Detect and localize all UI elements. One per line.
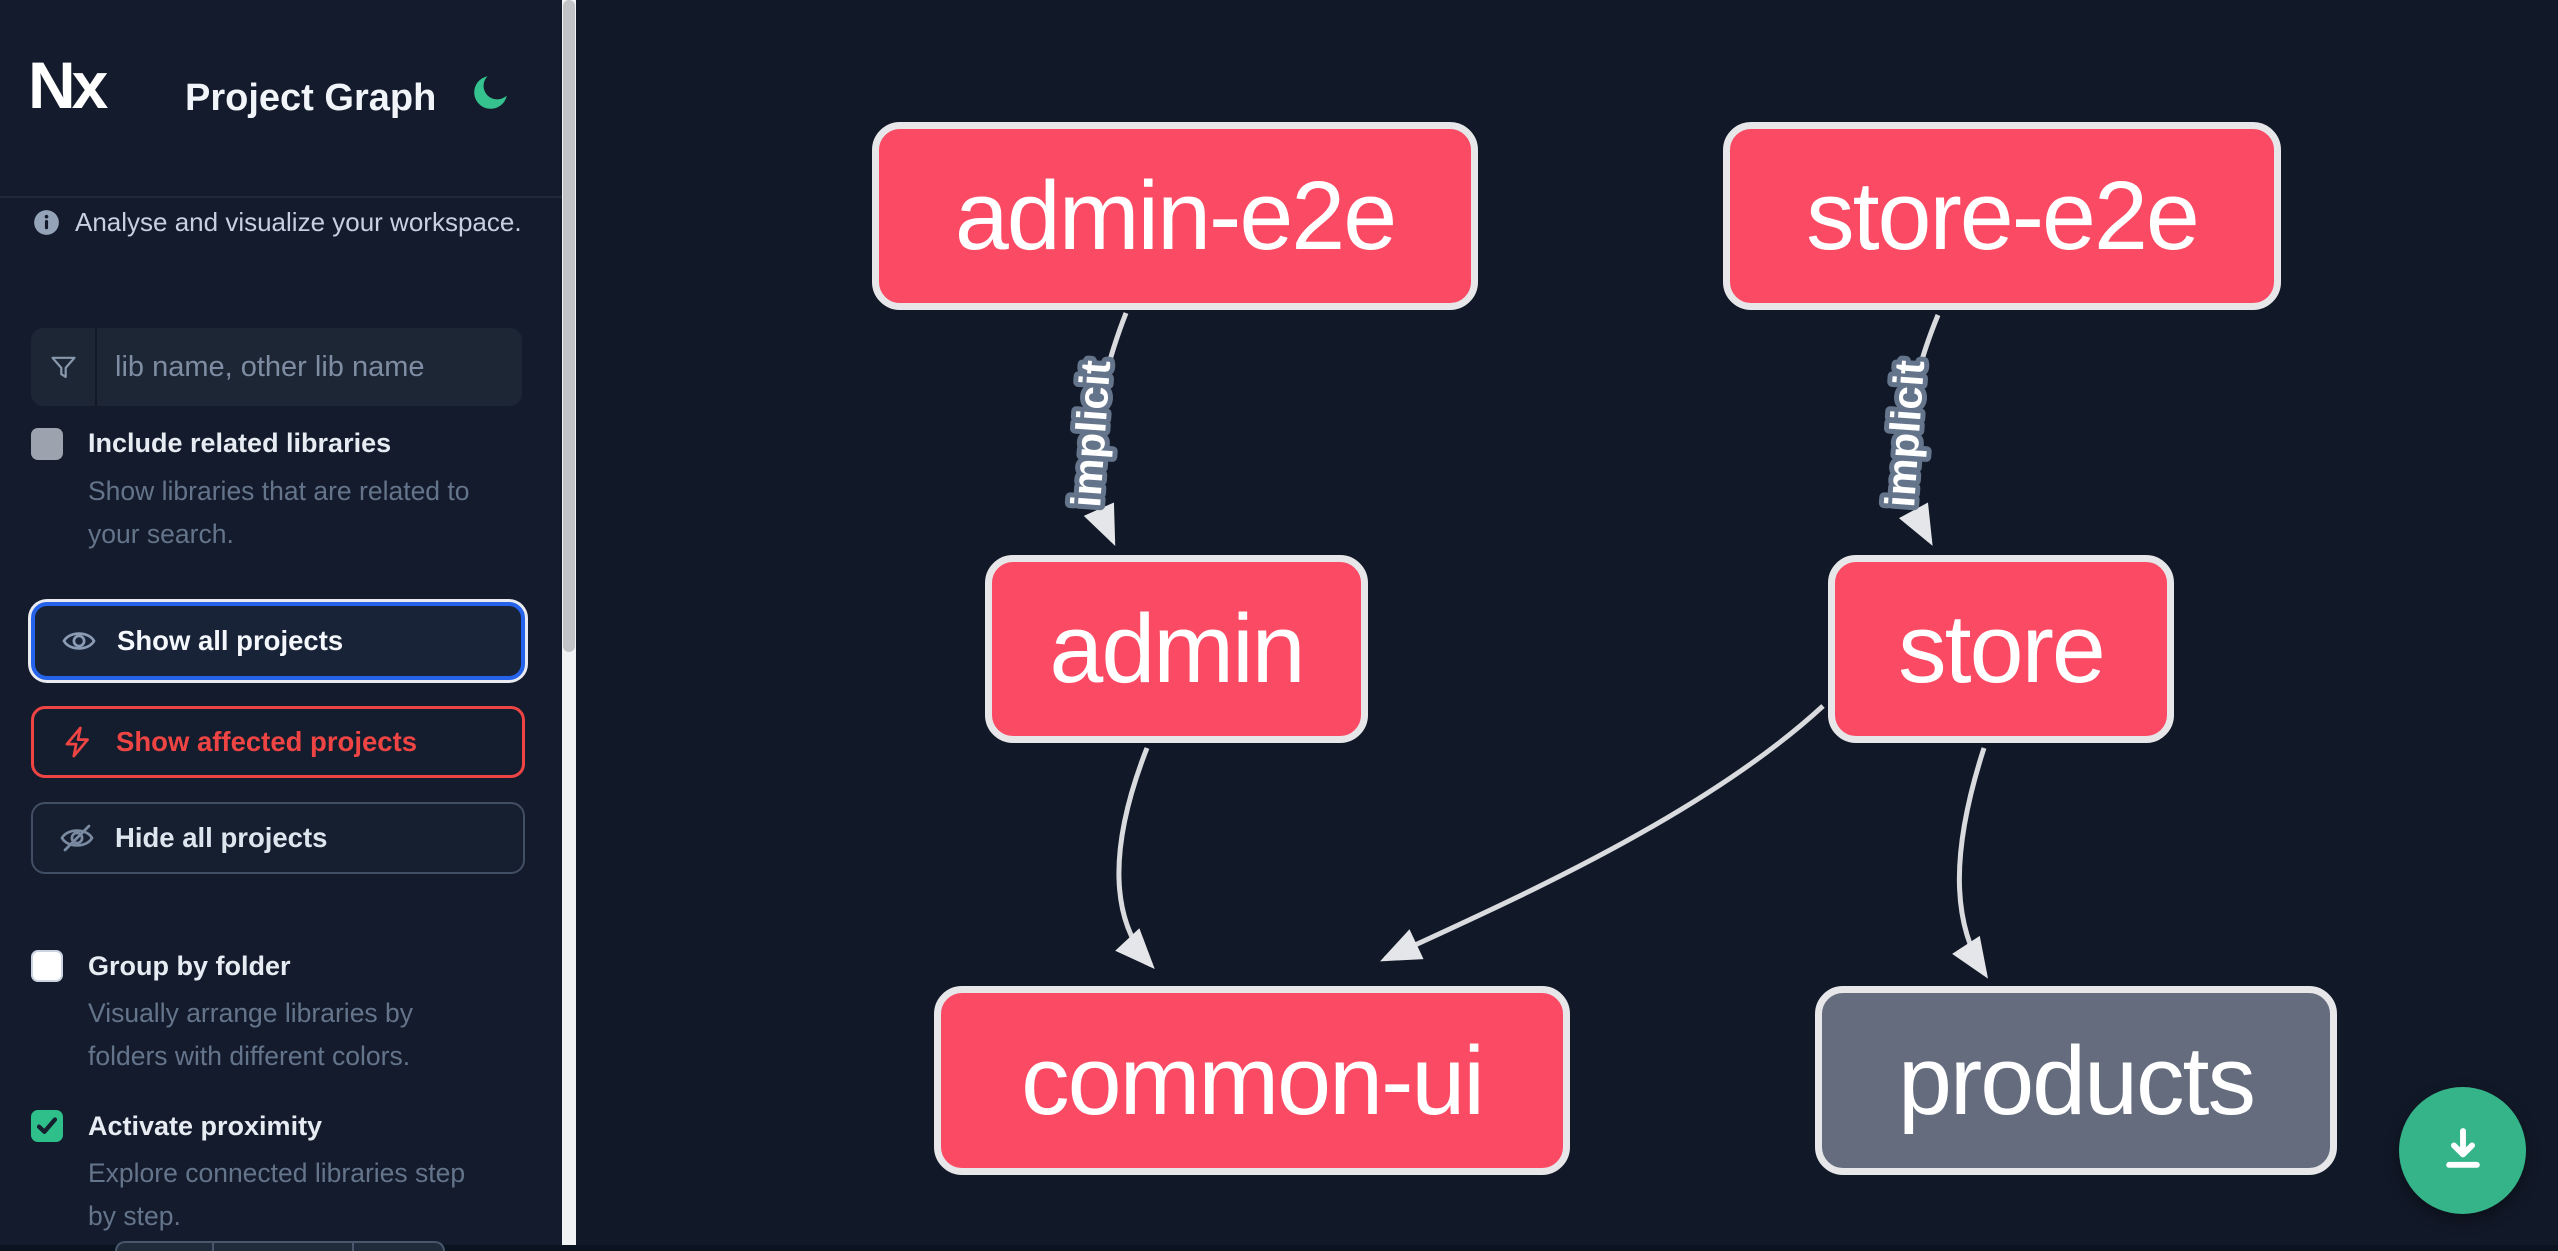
graph-node-admin[interactable]: admin bbox=[985, 555, 1368, 743]
sidebar-scrollbar-track[interactable] bbox=[562, 0, 576, 1245]
workspace-intro: Analyse and visualize your workspace. bbox=[33, 207, 522, 238]
sidebar-header: Nx Project Graph bbox=[0, 0, 562, 198]
download-graph-button[interactable] bbox=[2399, 1087, 2526, 1214]
include-related-description: Show libraries that are related to your … bbox=[88, 476, 470, 549]
graph-node-common-ui[interactable]: common-ui bbox=[934, 986, 1570, 1175]
graph-node-store-e2e[interactable]: store-e2e bbox=[1723, 122, 2281, 310]
graph-node-products[interactable]: products bbox=[1815, 986, 2337, 1175]
moon-icon bbox=[469, 76, 511, 117]
search-input[interactable] bbox=[97, 328, 522, 406]
group-by-folder-description: Visually arrange libraries by folders wi… bbox=[88, 998, 414, 1071]
activate-proximity-description: Explore connected libraries step by step… bbox=[88, 1158, 466, 1231]
graph-node-admin-e2e[interactable]: admin-e2e bbox=[872, 122, 1478, 310]
download-icon bbox=[2431, 1119, 2495, 1183]
group-by-folder-label: Group by folder bbox=[88, 951, 291, 981]
bolt-icon bbox=[60, 724, 96, 760]
include-related-label: Include related libraries bbox=[88, 428, 392, 458]
page-title: Project Graph bbox=[185, 77, 437, 119]
filter-icon bbox=[31, 328, 97, 406]
show-affected-projects-button[interactable]: Show affected projects bbox=[31, 706, 525, 778]
activate-proximity-checkbox[interactable] bbox=[31, 1110, 63, 1142]
eye-icon bbox=[61, 623, 97, 659]
show-all-projects-button[interactable]: Show all projects bbox=[31, 602, 525, 680]
checkmark-icon bbox=[34, 1113, 60, 1139]
proximity-stepper-partial[interactable] bbox=[115, 1241, 445, 1251]
nx-logo: Nx bbox=[28, 48, 108, 122]
hide-all-projects-button[interactable]: Hide all projects bbox=[31, 802, 525, 874]
eye-off-icon bbox=[59, 820, 95, 856]
sidebar: Nx Project Graph Analyse and visualize y… bbox=[0, 0, 562, 1251]
intro-text: Analyse and visualize your workspace. bbox=[75, 207, 522, 237]
graph-node-store[interactable]: store bbox=[1828, 555, 2174, 743]
activate-proximity-label: Activate proximity bbox=[88, 1111, 323, 1141]
show-affected-projects-label: Show affected projects bbox=[116, 726, 418, 757]
project-filter bbox=[31, 328, 522, 406]
group-by-folder-checkbox[interactable] bbox=[31, 950, 63, 982]
sidebar-scrollbar-thumb[interactable] bbox=[563, 0, 575, 652]
include-related-checkbox[interactable] bbox=[31, 428, 63, 460]
info-icon bbox=[33, 209, 60, 236]
show-all-projects-label: Show all projects bbox=[117, 625, 344, 656]
theme-toggle-button[interactable] bbox=[468, 72, 512, 116]
hide-all-projects-label: Hide all projects bbox=[115, 822, 328, 853]
